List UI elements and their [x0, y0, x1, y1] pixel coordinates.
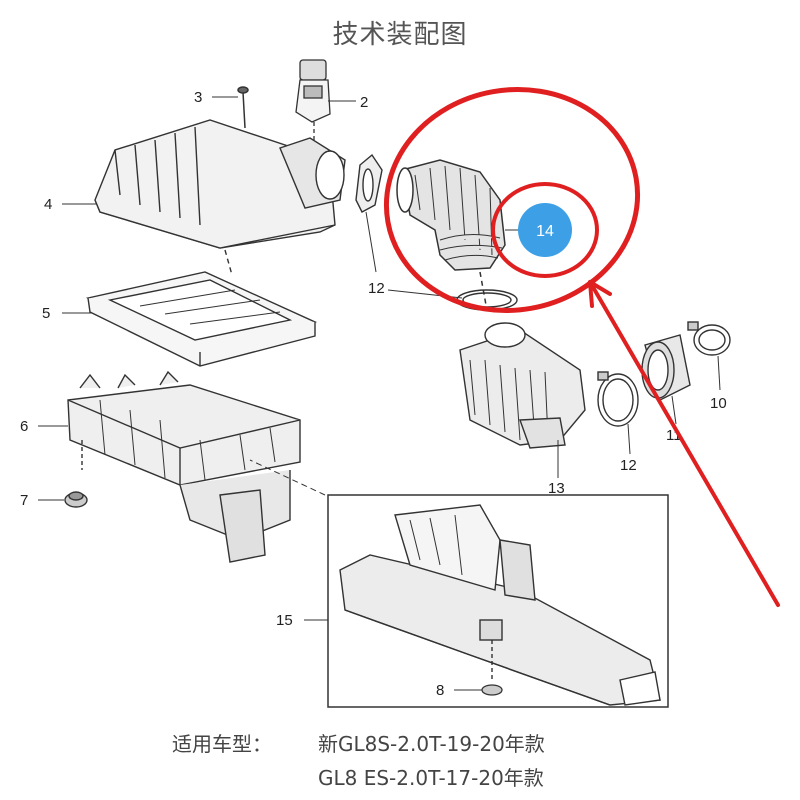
highlight-arrowhead: [588, 280, 612, 308]
part-clamp-lower: [597, 371, 639, 427]
part-inlet-duct: [339, 504, 661, 706]
part-resonator: [459, 322, 586, 449]
part-screw: [237, 86, 249, 129]
highlight-arrow: [588, 280, 780, 607]
page-title: 技术装配图: [332, 20, 468, 50]
callout-2: 2: [360, 94, 368, 111]
highlight-badge: 14: [518, 203, 572, 257]
part-filter: [85, 271, 318, 367]
callout-4: 4: [44, 196, 52, 213]
part-intake-duct: [396, 159, 506, 306]
callout-12-lower: 12: [620, 457, 637, 474]
callout-14: 14: [536, 223, 554, 240]
part-clip: [481, 684, 503, 696]
callout-3: 3: [194, 89, 202, 106]
part-airbox-base: [67, 370, 301, 563]
callout-5: 5: [42, 305, 50, 322]
callout-labels: 3 2 4 5 6 7 12 13 12 11 10 15 8: [20, 89, 727, 699]
part-seal-upper: [355, 153, 383, 213]
highlight-annotation: [383, 86, 780, 607]
highlight-inner-ring: [491, 182, 599, 278]
part-sensor: [295, 59, 331, 145]
applicable-model-1: 新GL8S-2.0T-19-20年款: [318, 732, 545, 756]
applicable-models-label: 适用车型：: [172, 732, 272, 756]
callout-12-upper: 12: [368, 280, 385, 297]
callout-7: 7: [20, 492, 28, 509]
part-grommet: [64, 491, 88, 508]
part-coupler: [641, 334, 691, 402]
callout-8: 8: [436, 682, 444, 699]
callout-15: 15: [276, 612, 293, 629]
callout-6: 6: [20, 418, 28, 435]
part-airbox-lid: [94, 119, 346, 276]
callout-13: 13: [548, 480, 565, 497]
applicable-model-2: GL8 ES-2.0T-17-20年款: [318, 766, 544, 790]
part-clamp-right: [687, 321, 731, 356]
inset-box: [327, 494, 669, 708]
highlight-outer-ring: [383, 86, 641, 314]
callout-10: 10: [710, 395, 727, 412]
